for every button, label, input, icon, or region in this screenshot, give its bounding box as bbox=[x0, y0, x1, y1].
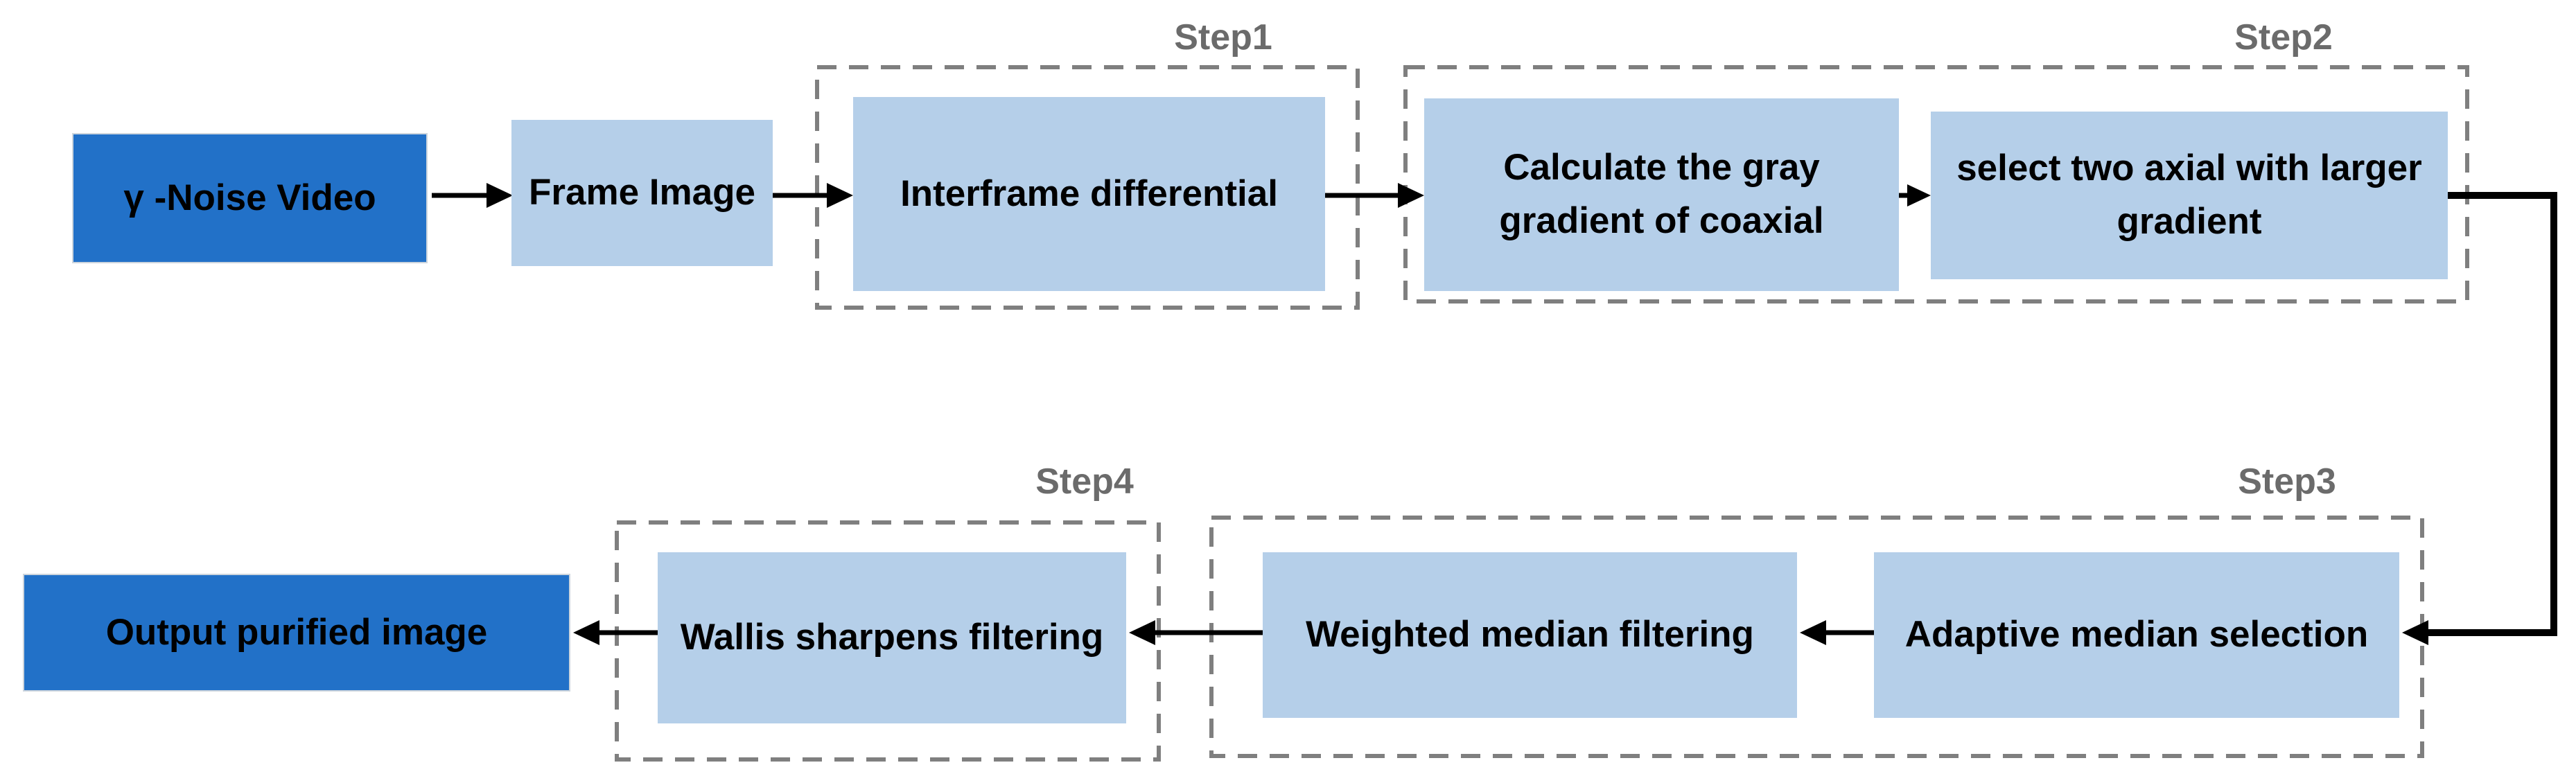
node-wallis-sharpens-filtering: Wallis sharpens filtering bbox=[658, 552, 1126, 723]
step1-label: Step1 bbox=[1174, 17, 1272, 58]
node-interframe-differential: Interframe differential bbox=[853, 97, 1325, 291]
node-noise-video: γ -Noise Video bbox=[72, 133, 428, 263]
node-adaptive-median-selection: Adaptive median selection bbox=[1874, 552, 2399, 718]
arrow-frame-to-interframe bbox=[773, 183, 853, 208]
step1-group-outline bbox=[815, 65, 1360, 310]
node-weighted-median-filtering: Weighted median filtering bbox=[1263, 552, 1797, 718]
arrow-wallis-to-output bbox=[573, 620, 658, 645]
step2-group-outline bbox=[1403, 65, 2469, 304]
arrow-weighted-to-wallis bbox=[1129, 620, 1263, 645]
step3-group-outline bbox=[1209, 516, 2424, 758]
node-calc-gray-gradient: Calculate the gray gradient of coaxial bbox=[1424, 98, 1899, 291]
step4-group-outline bbox=[615, 520, 1161, 762]
arrow-calcgray-to-select bbox=[1894, 184, 1931, 206]
arrow-adaptive-to-weighted bbox=[1800, 620, 1874, 645]
node-output-purified-image: Output purified image bbox=[23, 574, 570, 692]
arrow-noise-to-frame bbox=[432, 183, 513, 208]
node-select-two-axial: select two axial with larger gradient bbox=[1931, 112, 2448, 279]
step3-label: Step3 bbox=[2238, 461, 2336, 502]
step2-label: Step2 bbox=[2234, 17, 2333, 58]
elbow-connector-step2-to-step3 bbox=[2402, 192, 2557, 645]
step4-label: Step4 bbox=[1035, 461, 1134, 502]
node-frame-image: Frame Image bbox=[511, 120, 773, 266]
arrow-interframe-to-calcgray bbox=[1325, 183, 1424, 208]
